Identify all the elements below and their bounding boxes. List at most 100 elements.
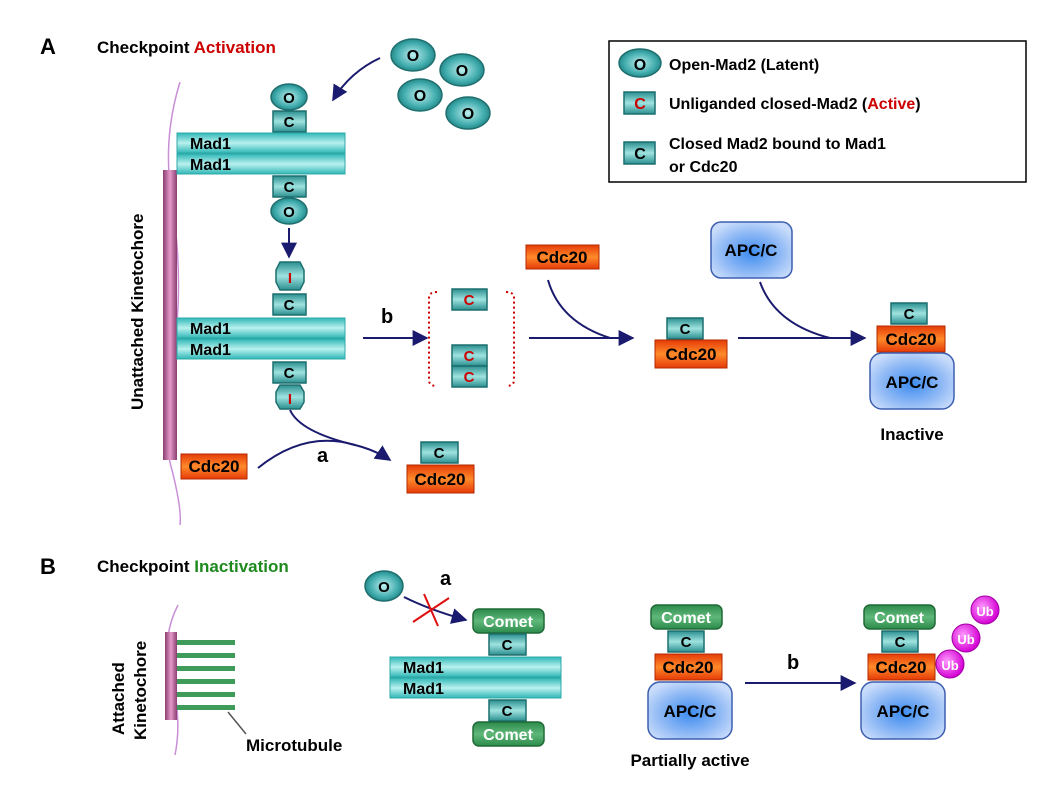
panel-a-letter: A [40, 34, 56, 59]
cdc20-kinetochore-curve [257, 439, 356, 469]
step-a-label-b: a [440, 568, 452, 590]
cdc20-joining-curve [547, 279, 611, 339]
panel-a-title: Checkpoint Activation [97, 38, 276, 57]
legend-open-mad2-icon [618, 48, 662, 78]
svg-text:Mad1: Mad1 [403, 660, 444, 677]
svg-text:Cdc20: Cdc20 [536, 248, 587, 267]
svg-text:O: O [283, 204, 295, 221]
open-mad2-blocked [364, 570, 404, 602]
ubiquitinated-complex: Comet C Cdc20 APC/C [860, 604, 946, 740]
arrow-step-a [289, 409, 392, 461]
open-mad2-blocked-letter: O [378, 579, 390, 596]
svg-text:APC/C: APC/C [877, 702, 930, 721]
unliganded-closed-mad2-group: C C C [451, 288, 488, 388]
svg-text:C: C [284, 297, 295, 314]
panel-b-title: Checkpoint Inactivation [97, 557, 289, 576]
svg-text:Ub: Ub [957, 632, 974, 647]
attached-label-line2: Kinetochore [131, 641, 150, 740]
microtubules [177, 640, 235, 710]
free-apcc: APC/C [710, 221, 793, 279]
bracket-left [428, 291, 438, 387]
step-a-label: a [317, 445, 329, 467]
open-mad2-cluster: O O O O [390, 38, 491, 130]
svg-text:C: C [681, 634, 692, 651]
legend-bound-label-line2: or Cdc20 [669, 159, 738, 176]
svg-text:O: O [283, 90, 295, 107]
microtubule-label: Microtubule [246, 736, 342, 755]
legend-unliganded-label: Unliganded closed-Mad2 (Active) [669, 96, 921, 113]
svg-text:C: C [434, 445, 445, 462]
unattached-kinetochore-bar [163, 170, 177, 460]
svg-text:Mad1: Mad1 [190, 342, 231, 359]
svg-text:C: C [464, 348, 475, 365]
svg-text:C: C [904, 306, 915, 323]
svg-text:Cdc20: Cdc20 [662, 658, 713, 677]
unattached-kinetochore-label: Unattached Kinetochore [128, 214, 147, 410]
svg-text:Comet: Comet [483, 727, 533, 744]
svg-text:I: I [288, 391, 292, 408]
svg-text:C: C [502, 703, 513, 720]
legend-bound-symbol: C [634, 146, 646, 163]
svg-text:Ub: Ub [976, 604, 993, 619]
svg-text:O: O [414, 88, 426, 105]
attached-label-line1: Attached [109, 662, 128, 735]
svg-text:O: O [456, 63, 468, 80]
step-b-label: b [381, 306, 393, 328]
legend-bound-label-line1: Closed Mad2 bound to Mad1 [669, 136, 886, 153]
svg-text:Comet: Comet [661, 610, 711, 627]
comet-mad1-complex: Comet C Mad1 Mad1 C Comet [389, 608, 562, 747]
mad1-complex-upper: O C Mad1 Mad1 C O [176, 83, 346, 225]
ubiquitin-chain: Ub Ub Ub [935, 595, 1000, 679]
panel-b-letter: B [40, 554, 56, 579]
inactive-apcc-complex: C Cdc20 APC/C [869, 302, 955, 410]
svg-text:C: C [464, 292, 475, 309]
svg-text:Cdc20: Cdc20 [665, 345, 716, 364]
svg-text:C: C [464, 369, 475, 386]
step-b-label-b: b [787, 652, 799, 674]
svg-text:C: C [284, 179, 295, 196]
svg-text:Mad1: Mad1 [403, 681, 444, 698]
svg-text:APC/C: APC/C [886, 373, 939, 392]
bracket-right [505, 291, 515, 387]
arrow-recruit-open [332, 57, 381, 102]
mad1-complex-intermediate: I C Mad1 Mad1 C I [176, 261, 346, 410]
svg-text:Mad1: Mad1 [190, 321, 231, 338]
partially-active-label: Partially active [630, 751, 749, 770]
legend-unliganded-icon [623, 91, 656, 115]
partially-active-complex: Comet C Cdc20 APC/C [647, 604, 733, 740]
mad2-cdc20-complex: C Cdc20 [654, 317, 728, 369]
svg-text:Cdc20: Cdc20 [875, 658, 926, 677]
svg-text:Comet: Comet [874, 610, 924, 627]
svg-text:C: C [284, 114, 295, 131]
svg-text:O: O [407, 48, 419, 65]
svg-text:Cdc20: Cdc20 [885, 330, 936, 349]
apcc-joining-curve [759, 281, 831, 339]
block-cross [412, 593, 450, 627]
svg-text:C: C [680, 321, 691, 338]
svg-text:C: C [895, 634, 906, 651]
free-cdc20-1: Cdc20 [525, 244, 600, 270]
svg-text:C: C [502, 637, 513, 654]
svg-text:APC/C: APC/C [725, 241, 778, 260]
kinetochore-cdc20: Cdc20 [180, 453, 248, 480]
svg-text:C: C [284, 365, 295, 382]
microtubule-leader-line [227, 711, 247, 735]
svg-text:Cdc20: Cdc20 [414, 470, 465, 489]
svg-text:Comet: Comet [483, 614, 533, 631]
attached-kinetochore-bar [165, 632, 177, 720]
svg-text:Mad1: Mad1 [190, 157, 231, 174]
svg-text:Ub: Ub [941, 658, 958, 673]
svg-text:I: I [288, 270, 292, 287]
svg-text:Cdc20: Cdc20 [188, 457, 239, 476]
legend-open-symbol: O [634, 57, 646, 74]
svg-text:O: O [462, 106, 474, 123]
legend-box [608, 40, 1027, 183]
mad2-cdc20-complex-a: C Cdc20 [406, 441, 475, 494]
inactive-label: Inactive [880, 425, 943, 444]
legend-open-label: Open-Mad2 (Latent) [669, 57, 819, 74]
legend-bound-icon [623, 141, 656, 165]
svg-text:Mad1: Mad1 [190, 136, 231, 153]
svg-text:APC/C: APC/C [664, 702, 717, 721]
legend-unliganded-symbol: C [634, 96, 646, 113]
